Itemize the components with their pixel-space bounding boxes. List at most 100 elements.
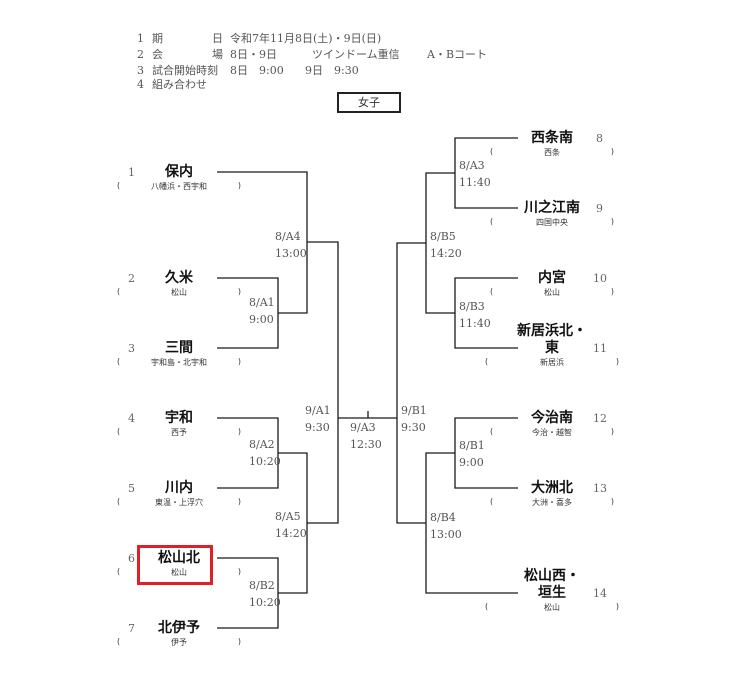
- team-name: 西条南: [531, 130, 573, 146]
- paren-close: ): [610, 427, 614, 436]
- team-entry: 久米 (松山): [117, 270, 241, 298]
- match-time: 9:30: [305, 421, 330, 434]
- team-region-text: 伊予: [171, 638, 187, 647]
- paren-close: ): [610, 147, 614, 156]
- paren-open: (: [117, 567, 121, 576]
- team-name: 北伊予: [158, 620, 200, 636]
- team-entry: 保内 (八幡浜・西宇和): [117, 164, 241, 192]
- match-court: 8/A3: [459, 159, 485, 172]
- paren-close: ): [237, 427, 241, 436]
- match-sf-right: 9/B1 9:30: [401, 402, 427, 436]
- info-row3-value: 8日 9:00: [230, 64, 284, 77]
- match-b4: 8/B4 13:00: [430, 509, 462, 543]
- match-time: 9:00: [249, 313, 274, 326]
- match-time: 11:40: [459, 176, 491, 189]
- team-name: 大洲北: [531, 480, 573, 496]
- match-time: 12:30: [350, 438, 382, 451]
- team-name: 三間: [165, 340, 193, 356]
- match-time: 13:00: [430, 528, 462, 541]
- seed-number: 8: [596, 132, 603, 145]
- match-b5: 8/B5 14:20: [430, 228, 462, 262]
- match-a5: 8/A5 14:20: [275, 508, 307, 542]
- tournament-info: 1 期 日 令和7年11月8日(土)・9日(日) 2 会 場 8日・9日 ツイン…: [132, 32, 552, 92]
- paren-open: (: [117, 287, 121, 296]
- match-a4: 8/A4 13:00: [275, 228, 307, 262]
- match-time: 14:20: [275, 527, 307, 540]
- seed-number: 1: [128, 166, 135, 179]
- match-court: 9/A3: [350, 421, 376, 434]
- bracket-line-sf-right: [396, 242, 426, 524]
- paren-open: (: [490, 497, 494, 506]
- paren-open: (: [485, 357, 489, 366]
- team-entry: 内宮 (松山): [490, 270, 614, 298]
- team-region-text: 宇和島・北宇和: [151, 358, 207, 367]
- paren-close: ): [237, 357, 241, 366]
- info-row2-label: 会: [152, 48, 163, 61]
- team-entry: 大洲北 (大洲・喜多): [490, 480, 614, 508]
- team-region-text: 松山: [171, 288, 187, 297]
- paren-close: ): [610, 497, 614, 506]
- team-name-line2: 垣生: [538, 585, 566, 601]
- team-name-line1: 松山西・: [524, 568, 580, 584]
- paren-open: (: [117, 497, 121, 506]
- paren-open: (: [490, 287, 494, 296]
- team-entry: 三間 (宇和島・北宇和): [117, 340, 241, 368]
- seed-number: 7: [128, 622, 135, 635]
- team-name: 川之江南: [524, 200, 580, 216]
- team-entry: 新居浜北・ 東 (新居浜): [485, 323, 619, 368]
- paren-close: ): [237, 567, 241, 576]
- team-region: (四国中央): [490, 217, 614, 228]
- info-row3-value2: 9日 9:30: [305, 64, 359, 77]
- team-region-text: 松山: [544, 603, 560, 612]
- paren-close: ): [615, 357, 619, 366]
- bracket-line-sf-left: [307, 241, 339, 524]
- team-region: (松山): [117, 287, 241, 298]
- paren-close: ): [237, 181, 241, 190]
- info-row3-num: 3: [137, 64, 144, 77]
- seed-number: 2: [128, 272, 135, 285]
- seed-number: 10: [593, 272, 607, 285]
- team-region-text: 松山: [544, 288, 560, 297]
- team-name: 松山北: [158, 550, 200, 566]
- info-row1-label: 期: [152, 32, 163, 45]
- team-region-text: 松山: [171, 568, 187, 577]
- match-court: 8/B3: [459, 300, 485, 313]
- paren-open: (: [490, 427, 494, 436]
- seed-number: 11: [593, 342, 607, 355]
- info-row1-value: 令和7年11月8日(土)・9日(日): [230, 32, 382, 45]
- paren-open: (: [117, 637, 121, 646]
- match-court: 8/A1: [249, 296, 275, 309]
- team-region: (西予): [117, 427, 241, 438]
- team-name: 久米: [165, 270, 193, 286]
- match-court: 9/B1: [401, 404, 427, 417]
- team-entry: 松山北 ( 松山): [117, 550, 241, 578]
- team-region: (東温・上浮穴): [117, 497, 241, 508]
- info-row2-num: 2: [137, 48, 144, 61]
- info-row2-label-tail: 場: [212, 48, 223, 61]
- team-name: 保内: [165, 164, 193, 180]
- match-court: 8/A2: [249, 438, 275, 451]
- match-time: 9:00: [459, 456, 484, 469]
- paren-open: (: [490, 217, 494, 226]
- match-time: 9:30: [401, 421, 426, 434]
- team-region: (伊予): [117, 637, 241, 648]
- seed-number: 3: [128, 342, 135, 355]
- seed-number: 12: [593, 412, 607, 425]
- team-region-text: 西条: [544, 148, 560, 157]
- info-row2-value: 8日・9日: [230, 48, 277, 61]
- match-time: 11:40: [459, 317, 491, 330]
- team-name-line1: 新居浜北・: [517, 323, 587, 339]
- team-entry: 北伊予 (伊予): [117, 620, 241, 648]
- team-name: 宇和: [165, 410, 193, 426]
- team-region-text: 東温・上浮穴: [155, 498, 203, 507]
- match-court: 9/A1: [305, 404, 331, 417]
- info-row3-label: 試合開始時刻: [152, 64, 218, 77]
- match-time: 14:20: [430, 247, 462, 260]
- team-entry: 川之江南 (四国中央): [490, 200, 614, 228]
- team-region-text: 今治・越智: [532, 428, 572, 437]
- match-a3: 8/A3 11:40: [459, 157, 491, 191]
- match-b2: 8/B2 10:20: [249, 577, 281, 611]
- match-court: 8/B2: [249, 579, 275, 592]
- seed-number: 6: [128, 552, 135, 565]
- team-entry: 西条南 (西条): [490, 130, 614, 158]
